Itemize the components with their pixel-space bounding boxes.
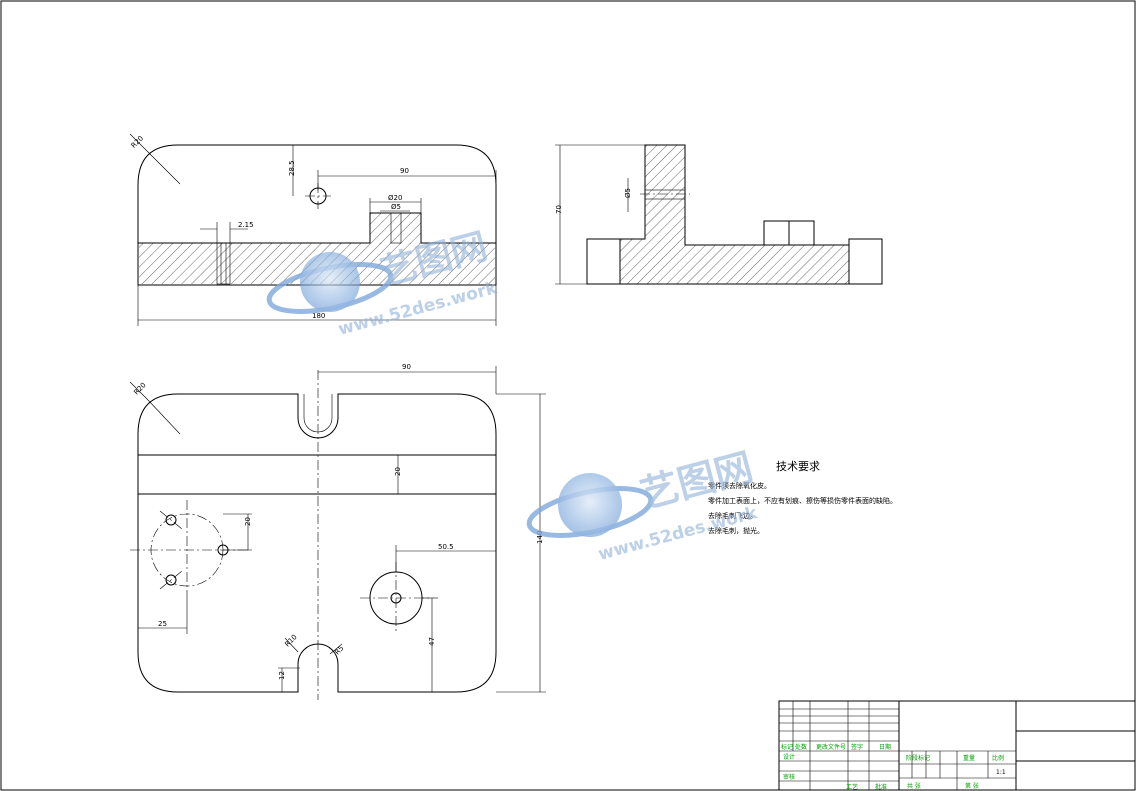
dim-top-radius: R20 [130,134,145,149]
tb-date: 日期 [879,743,891,751]
tb-change-doc: 更改文件号 [816,743,846,751]
tb-sign: 签字 [851,743,863,751]
title-block: 标记 处数 更改文件号 签字 日期 设计 审核 工艺 批准 阶段标记 重量 比例… [778,700,1136,791]
dim-top-width: 90 [400,167,409,175]
tb-approve: 批准 [875,783,887,791]
tb-mark: 标记 [781,743,793,751]
tech-notes-title: 技术要求 [776,460,820,473]
tb-sheet: 第 张 [965,782,979,790]
dim-plan-hole-y: 47 [428,637,436,646]
tb-count: 处数 [795,743,807,751]
tech-note-1: 零件须去除氧化皮。 [708,481,771,490]
tb-sheets: 共 张 [907,782,921,790]
watermark-url-1: www.52des.work [336,278,500,340]
tech-note-4: 去除毛刺，抛光。 [708,526,764,535]
tb-weight: 重量 [963,754,975,762]
tb-stage: 阶段标记 [906,754,930,762]
watermark-brand-2: 艺图网 [636,445,758,517]
tb-scale: 比例 [992,754,1004,762]
dim-plan-hole-x: 50.5 [438,543,454,551]
dim-plan-width: 90 [402,363,411,371]
dim-plan-band: 20 [394,467,402,476]
tech-note-3: 去除毛刺飞边。 [708,511,757,520]
tb-design: 设计 [783,753,795,761]
dim-side-height: 70 [555,205,563,214]
tech-note-2: 零件加工表面上，不应有划痕、擦伤等损伤零件表面的缺陷。 [708,496,897,505]
plan-view: R20 90 20 140 20 50.5 25 47 R10 R5 12 [129,363,546,700]
technical-notes: 技术要求 零件须去除氧化皮。 零件加工表面上，不应有划痕、擦伤等损伤零件表面的缺… [708,460,897,535]
dim-plan-left-x: 25 [158,620,167,628]
dim-plan-overall: 140 [536,531,544,544]
dim-top-small-hole: Ø5 [391,203,401,211]
tb-scale-value: 1:1 [996,769,1006,776]
dim-top-height: 28.5 [288,160,296,176]
dim-slot-depth: 12 [278,671,286,680]
side-view: 70 Ø5 [555,144,883,285]
dim-top-overall: 180 [312,312,325,320]
dim-plan-circle-offset: 20 [244,517,252,526]
dim-side-hole: Ø5 [624,188,632,198]
tb-review: 审核 [783,773,795,781]
dim-top-slit: 2.15 [238,221,254,229]
dim-top-bore: Ø20 [388,194,402,202]
dim-plan-radius: R20 [132,381,147,396]
dim-slot-r1: R10 [283,633,298,648]
tb-process: 工艺 [846,783,858,791]
